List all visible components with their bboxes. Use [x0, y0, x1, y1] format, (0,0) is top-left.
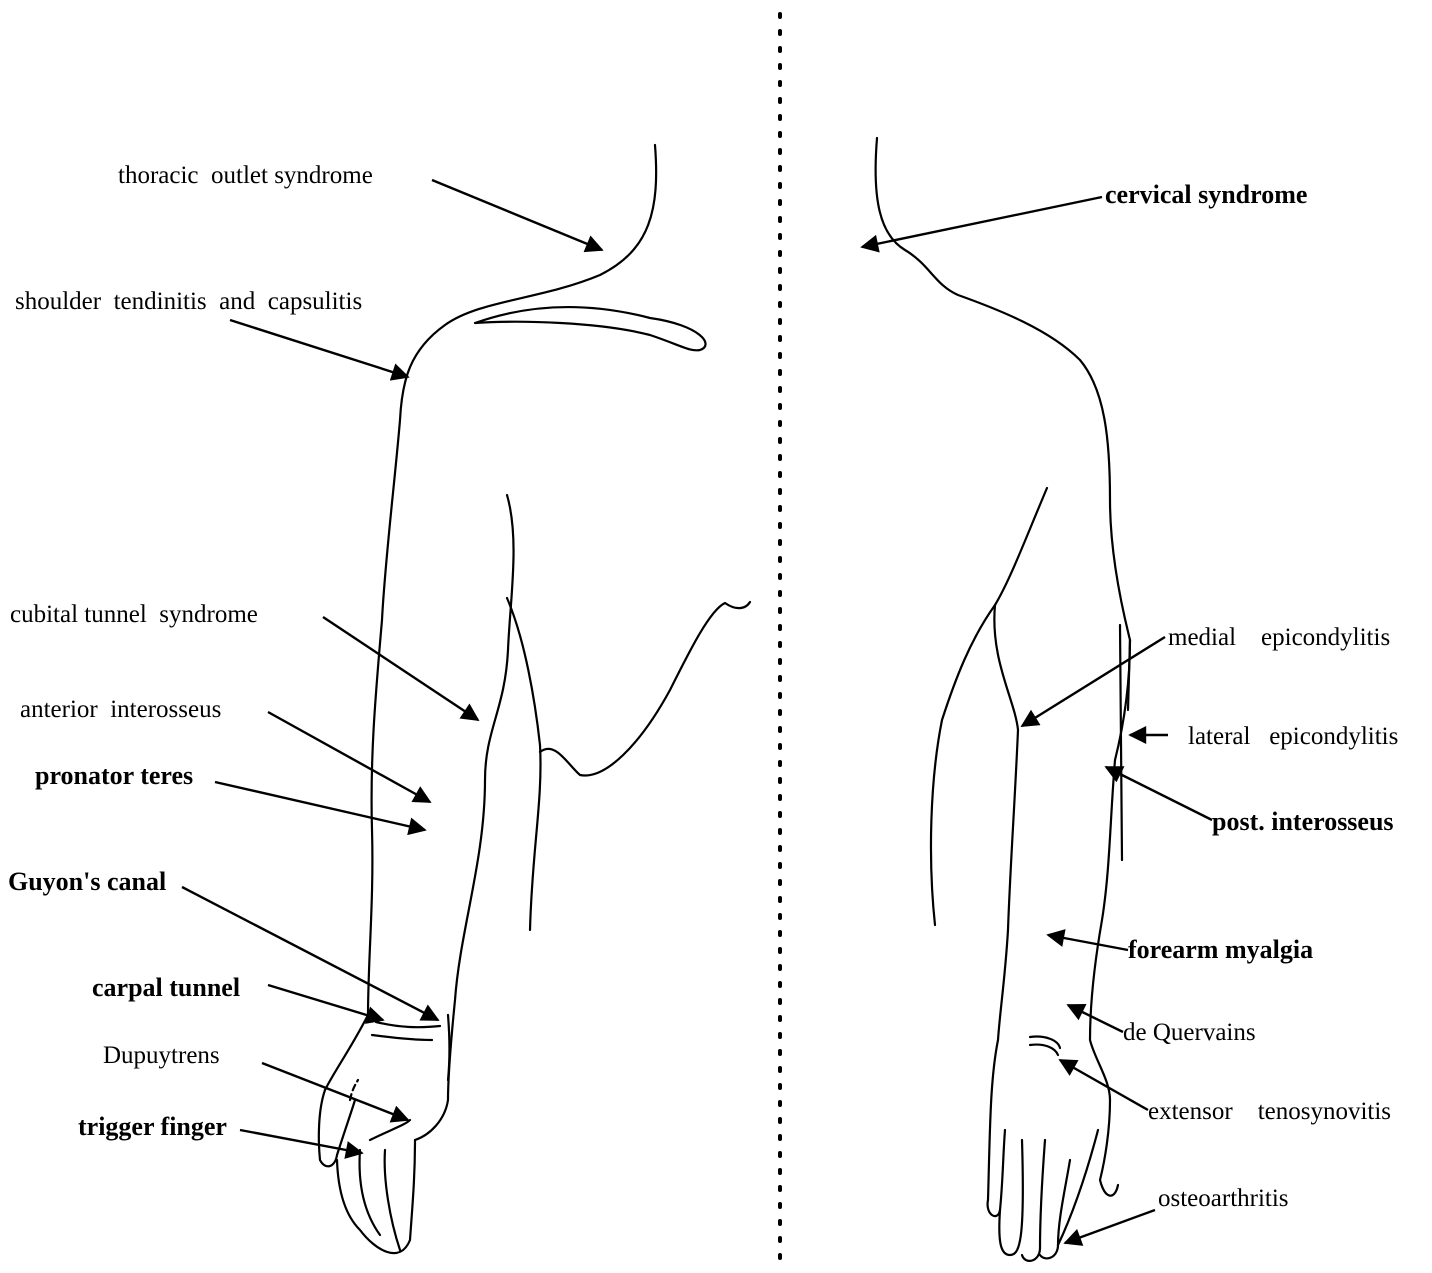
label-carpal-tunnel: carpal tunnel — [92, 973, 240, 1002]
label-pronator-teres: pronator teres — [35, 761, 193, 790]
arrow-osteoarthritis — [1065, 1210, 1155, 1243]
label-osteoarthritis: osteoarthritis — [1158, 1185, 1289, 1212]
right-arrows — [862, 197, 1212, 1243]
label-lateral-epicondylitis: lateral epicondylitis — [1188, 723, 1398, 750]
arrow-de-quervains — [1068, 1005, 1123, 1032]
label-dupuytrens: Dupuytrens — [103, 1042, 220, 1069]
left-arm-outline — [319, 145, 750, 1253]
label-cervical: cervical syndrome — [1105, 180, 1307, 209]
arrow-thoracic-outlet — [432, 180, 602, 250]
label-shoulder: shoulder tendinitis and capsulitis — [15, 288, 362, 315]
arrow-extensor-tenosynovitis — [1060, 1060, 1148, 1110]
arrow-forearm-myalgia — [1048, 935, 1128, 950]
label-trigger-finger: trigger finger — [78, 1112, 227, 1141]
arrow-medial-epicondylitis — [1022, 637, 1165, 726]
label-forearm-myalgia: forearm myalgia — [1128, 935, 1313, 964]
label-medial-epicondylitis: medial epicondylitis — [1168, 624, 1390, 651]
arrow-pronator-teres — [215, 782, 425, 830]
arrow-shoulder — [230, 320, 408, 377]
arrow-carpal-tunnel — [268, 985, 383, 1020]
arrow-cervical — [862, 197, 1102, 247]
label-de-quervains: de Quervains — [1123, 1019, 1256, 1046]
right-arm-outline — [876, 138, 1130, 1261]
label-thoracic-outlet: thoracic outlet syndrome — [118, 162, 373, 189]
left-arrows — [182, 180, 602, 1153]
arrow-anterior-interosseus — [268, 712, 430, 802]
label-guyons-canal: Guyon's canal — [8, 867, 166, 896]
label-post-interosseus: post. interosseus — [1212, 807, 1394, 836]
label-extensor-tenosynovitis: extensor tenosynovitis — [1148, 1098, 1391, 1125]
label-cubital-tunnel: cubital tunnel syndrome — [10, 601, 258, 628]
arrow-cubital-tunnel — [323, 617, 478, 720]
label-anterior-interosseus: anterior interosseus — [20, 696, 221, 723]
